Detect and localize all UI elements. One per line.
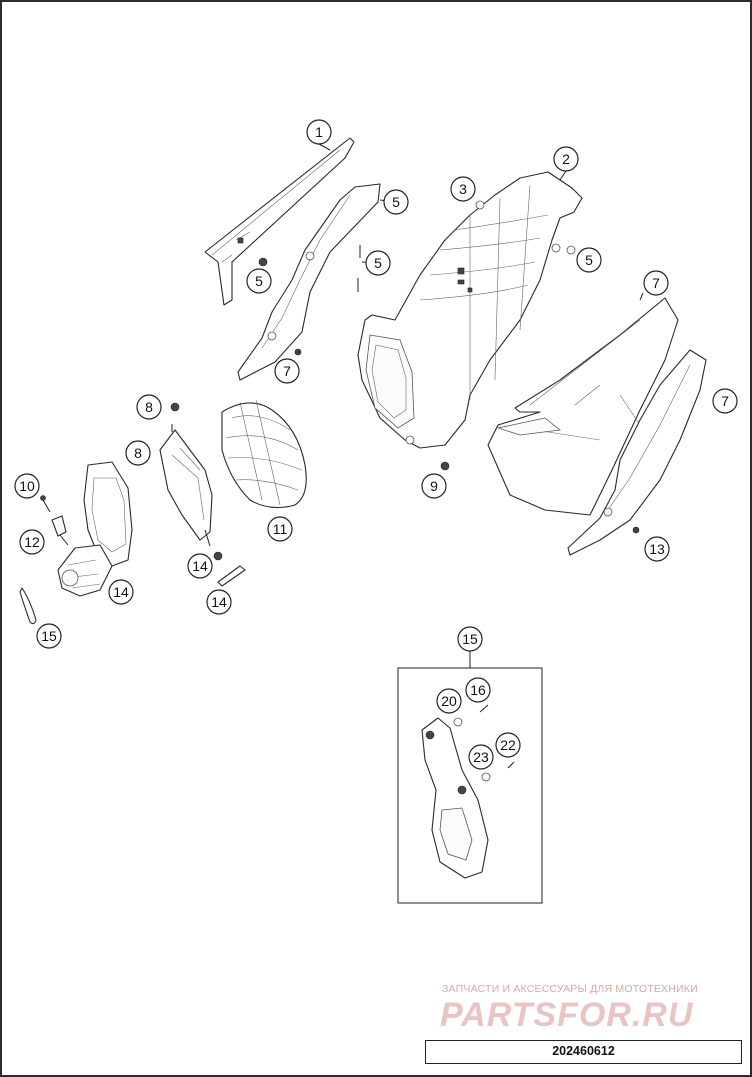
svg-text:2: 2 <box>562 151 570 167</box>
callout-14[interactable]: 22 <box>495 732 521 758</box>
part-14-screws[interactable] <box>357 245 361 292</box>
part-22-sensor[interactable] <box>51 515 69 546</box>
part-1-airbox[interactable] <box>357 171 583 449</box>
callout-1[interactable]: 2 <box>553 146 579 172</box>
callout-7[interactable]: 7 <box>274 358 300 384</box>
svg-text:14: 14 <box>211 594 227 610</box>
svg-text:22: 22 <box>500 737 516 753</box>
part-23-side-strip-right[interactable] <box>567 349 707 556</box>
callout-11[interactable]: 14 <box>206 589 232 615</box>
watermark-tagline: ЗАПЧАСТИ И АКСЕССУАРЫ ДЛЯ МОТОТЕХНИКИ <box>442 983 698 995</box>
callout-12[interactable]: 14 <box>108 579 134 605</box>
callout-8[interactable]: 3 <box>450 176 476 202</box>
callout-13[interactable]: 15 <box>36 623 62 649</box>
callout-5[interactable]: 14 <box>187 553 213 579</box>
callout-8[interactable]: 5 <box>576 247 602 273</box>
svg-text:8: 8 <box>145 399 153 415</box>
svg-text:5: 5 <box>255 273 263 289</box>
svg-text:7: 7 <box>721 393 729 409</box>
svg-text:14: 14 <box>192 558 208 574</box>
svg-text:3: 3 <box>459 181 467 197</box>
svg-text:5: 5 <box>392 194 400 210</box>
callout-5[interactable]: 5 <box>246 268 272 294</box>
svg-text:23: 23 <box>473 749 489 765</box>
callout-9[interactable]: 11 <box>267 516 293 542</box>
svg-text:5: 5 <box>374 255 382 271</box>
part-12-intake-duct[interactable] <box>57 461 133 597</box>
svg-text:15: 15 <box>41 628 57 644</box>
callout-14[interactable]: 16 <box>465 677 491 703</box>
svg-text:12: 12 <box>24 534 40 550</box>
detail-box-16 <box>397 651 543 904</box>
callout-22[interactable]: 12 <box>19 529 45 555</box>
svg-text:9: 9 <box>430 478 438 494</box>
svg-text:15: 15 <box>462 631 478 647</box>
callout-2[interactable]: 1 <box>306 119 332 145</box>
part-3-side-cover-right[interactable] <box>487 297 679 516</box>
callout-3[interactable]: 7 <box>643 270 669 296</box>
svg-text:16: 16 <box>470 682 486 698</box>
callout-10[interactable]: 8 <box>125 440 151 466</box>
callout-5[interactable]: 8 <box>136 394 162 420</box>
svg-text:7: 7 <box>652 275 660 291</box>
callout-20[interactable]: 10 <box>14 473 40 499</box>
svg-text:13: 13 <box>649 541 665 557</box>
svg-text:14: 14 <box>113 584 129 600</box>
part-13-clamp[interactable] <box>19 587 37 625</box>
svg-text:8: 8 <box>134 445 142 461</box>
callout-23[interactable]: 7 <box>712 388 738 414</box>
callout-15[interactable]: 20 <box>436 688 462 714</box>
svg-text:7: 7 <box>283 363 291 379</box>
part-24-bracket[interactable] <box>237 183 381 381</box>
part-10-filter-cage[interactable] <box>159 424 213 547</box>
callout-5[interactable]: 9 <box>421 473 447 499</box>
svg-text:10: 10 <box>19 478 35 494</box>
svg-text:1: 1 <box>315 124 323 140</box>
part-2-side-cover-left[interactable] <box>204 137 355 306</box>
callout-16[interactable]: 15 <box>457 626 483 652</box>
svg-text:20: 20 <box>441 693 457 709</box>
part-11-clip[interactable] <box>217 565 246 587</box>
part-5-nut-group[interactable] <box>170 402 450 561</box>
svg-text:11: 11 <box>273 521 288 537</box>
callout-7[interactable]: 13 <box>644 536 670 562</box>
part-8-grommets[interactable] <box>475 200 576 255</box>
catalog-number: 202460612 <box>425 1040 742 1064</box>
callout-24[interactable]: 5 <box>383 189 409 215</box>
part-20-screw[interactable] <box>40 495 51 513</box>
callout-15[interactable]: 23 <box>468 744 494 770</box>
svg-text:5: 5 <box>585 252 593 268</box>
callout-14[interactable]: 5 <box>365 250 391 276</box>
part-9-air-filter[interactable] <box>221 399 307 509</box>
watermark-logo: PARTSFOR.RU <box>440 996 694 1034</box>
